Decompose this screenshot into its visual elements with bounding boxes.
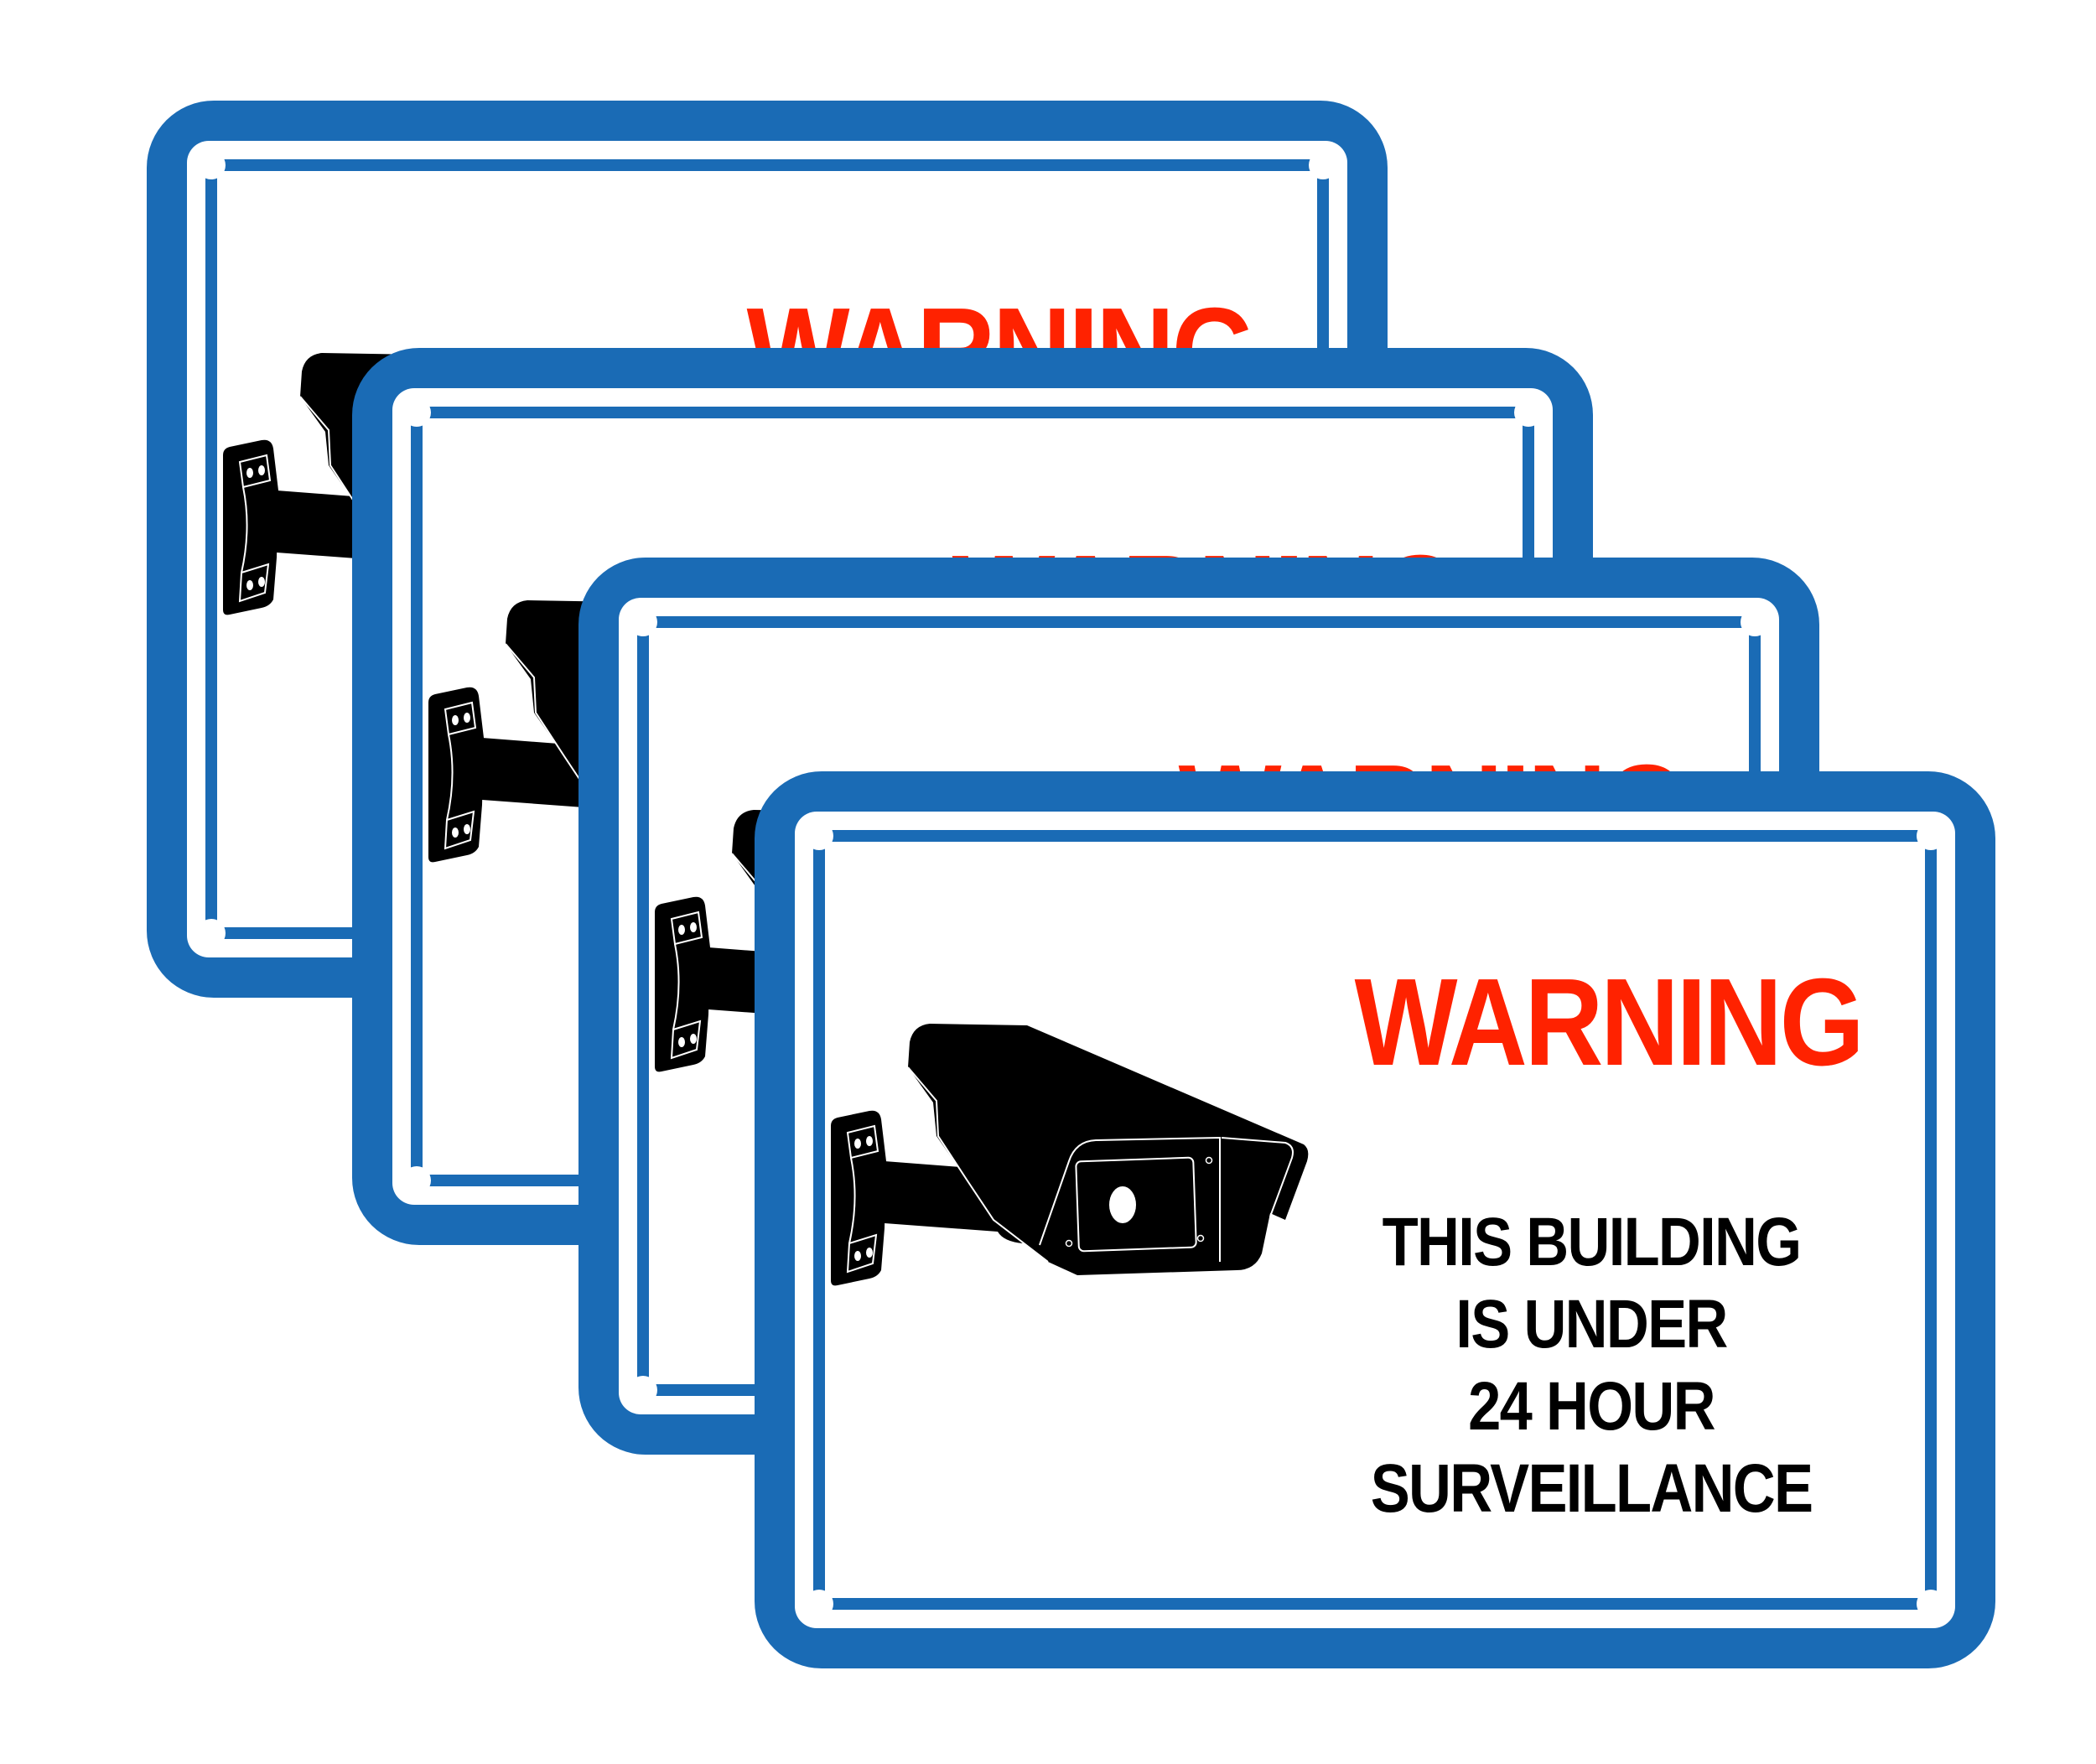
rivet-icon [1741,608,1769,636]
rivet-icon [402,398,431,427]
message-line-2: IS UNDER [1455,1286,1728,1362]
rivet-icon [1917,1590,1945,1618]
inner-border [813,830,1937,1610]
warning-message: THIS BUILDING IS UNDER 24 HOUR SURVEILLA… [1310,1201,1873,1530]
rivet-icon [629,608,657,636]
warning-title: WARNING [1354,953,1865,1092]
rivet-icon [629,1376,657,1404]
rivet-icon [1309,151,1337,179]
message-line-1: THIS BUILDING [1382,1204,1802,1280]
message-line-4: SURVEILLANCE [1370,1450,1813,1527]
rivet-icon [197,919,226,947]
warning-sign-4: WARNING THIS BUILDING IS UNDER 24 HOUR S… [755,771,1995,1668]
rivet-icon [402,1166,431,1195]
rivet-icon [1917,822,1945,850]
rivet-icon [805,1590,833,1618]
security-camera-icon [831,1024,1309,1286]
sign-face: WARNING THIS BUILDING IS UNDER 24 HOUR S… [795,812,1955,1628]
message-line-3: 24 HOUR [1468,1368,1715,1445]
rivet-icon [1514,398,1543,427]
rivet-icon [197,151,226,179]
rivet-icon [805,822,833,850]
